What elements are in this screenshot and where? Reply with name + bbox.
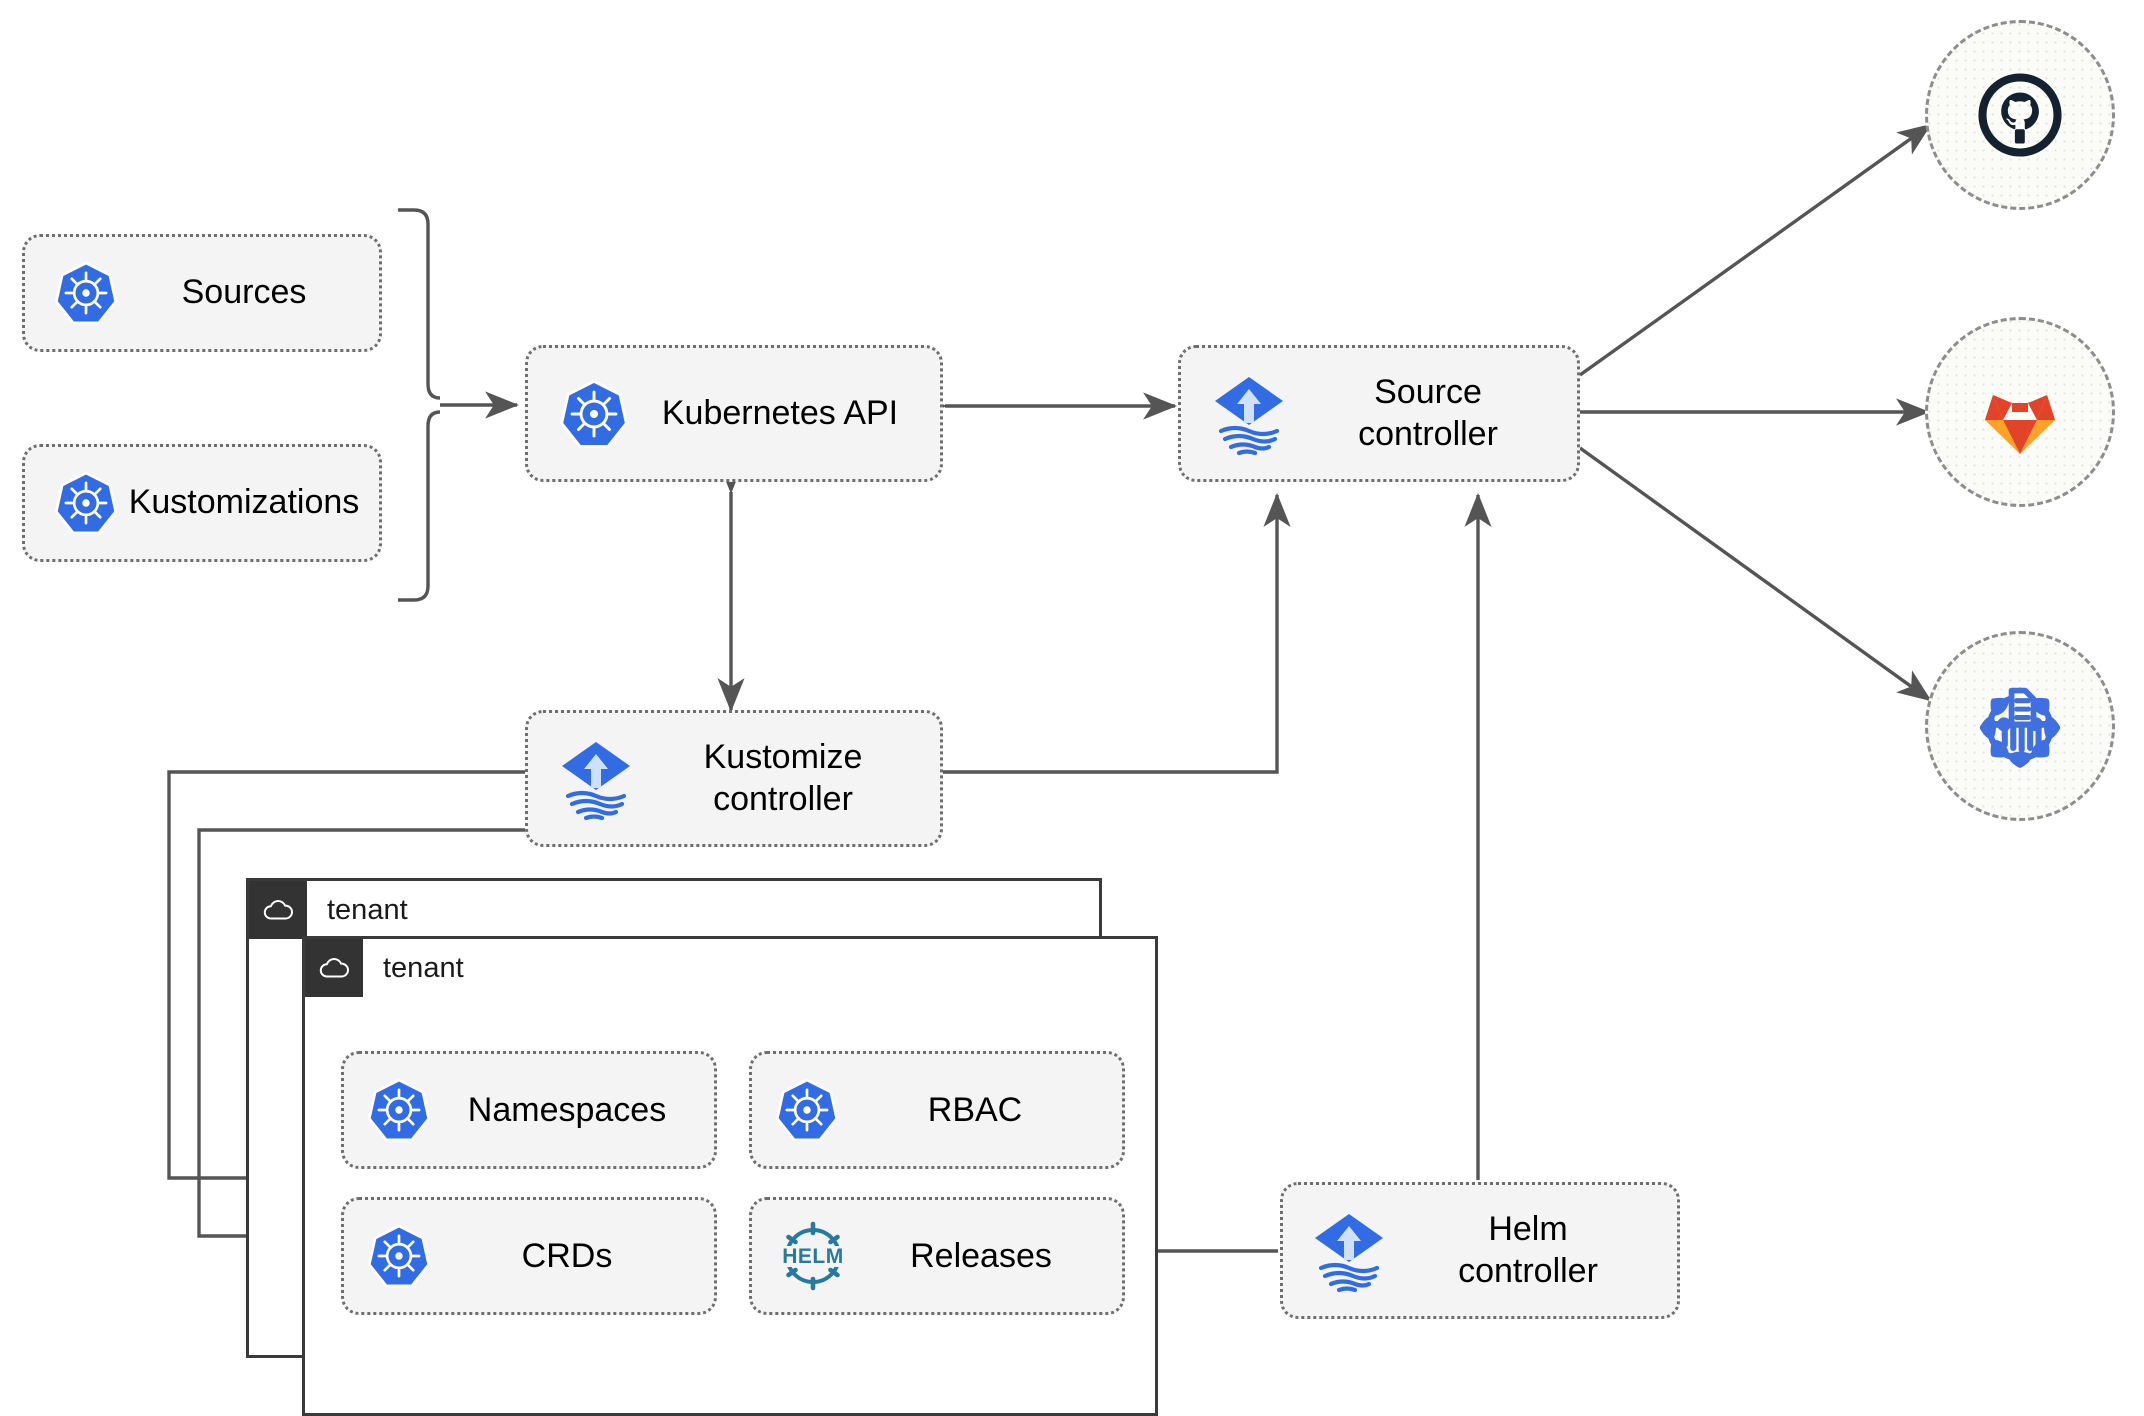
node-label: Kubernetes API [661, 393, 899, 432]
edge-kustomize-to-tenant-1 [167, 770, 525, 1192]
resource-releases[interactable]: HELM Releases [749, 1197, 1125, 1315]
cloud-icon [249, 881, 307, 939]
kubernetes-icon [344, 1223, 432, 1289]
repo-gitlab[interactable] [1925, 317, 2115, 507]
resource-label: RBAC [927, 1090, 1023, 1129]
resource-rbac[interactable]: RBAC [749, 1051, 1125, 1169]
helm-icon: HELM [752, 1221, 852, 1291]
node-label: Helm controller [1458, 1210, 1598, 1290]
tenant-title-bar: tenant [305, 939, 464, 997]
node-sources[interactable]: Sources [22, 234, 382, 352]
kubernetes-icon [752, 1077, 840, 1143]
node-kustomize-controller[interactable]: Kustomize controller [525, 710, 943, 847]
repo-github[interactable] [1925, 20, 2115, 210]
edge-source-controller-to-helm-repository [1579, 446, 1932, 702]
tenant-title: tenant [383, 951, 464, 984]
flux-icon [528, 738, 636, 820]
resource-namespaces[interactable]: Namespaces [341, 1051, 717, 1169]
resource-label: Namespaces [467, 1090, 667, 1129]
tenant-window-2[interactable]: tenant Namespaces [302, 936, 1158, 1416]
kubernetes-icon [25, 260, 119, 326]
node-kustomizations[interactable]: Kustomizations [22, 444, 382, 562]
node-label: Kustomizations [128, 483, 360, 522]
svg-text:HELM: HELM [782, 1245, 844, 1268]
tenant-title: tenant [327, 893, 408, 926]
flux-icon [1283, 1210, 1389, 1292]
flux-icon [1181, 373, 1289, 455]
tenant-title-bar: tenant [249, 881, 408, 939]
repo-helm-repository[interactable] [1925, 631, 2115, 821]
github-icon [1972, 67, 2068, 163]
tenant-resource-grid: Namespaces RBAC [341, 1051, 1125, 1315]
kubernetes-icon [25, 470, 119, 536]
node-source-controller[interactable]: Source controller [1178, 345, 1580, 482]
node-label: Sources [181, 273, 307, 312]
edge-kustomize-to-source-controller [941, 492, 1291, 774]
cloud-icon [305, 939, 363, 997]
resource-label: CRDs [521, 1236, 613, 1275]
node-label: Source controller [1358, 373, 1498, 453]
node-label: Kustomize controller [703, 738, 863, 818]
resource-label: Releases [910, 1236, 1052, 1275]
kubernetes-icon [528, 378, 630, 450]
kubernetes-icon [344, 1077, 432, 1143]
sources-group-brace [398, 208, 441, 602]
resource-crds[interactable]: CRDs [341, 1197, 717, 1315]
helm-repository-icon [1966, 672, 2074, 780]
gitlab-icon [1973, 368, 2067, 456]
edge-source-controller-to-github [1579, 123, 1932, 377]
node-helm-controller[interactable]: Helm controller [1280, 1182, 1680, 1319]
node-kubernetes-api[interactable]: Kubernetes API [525, 345, 943, 482]
